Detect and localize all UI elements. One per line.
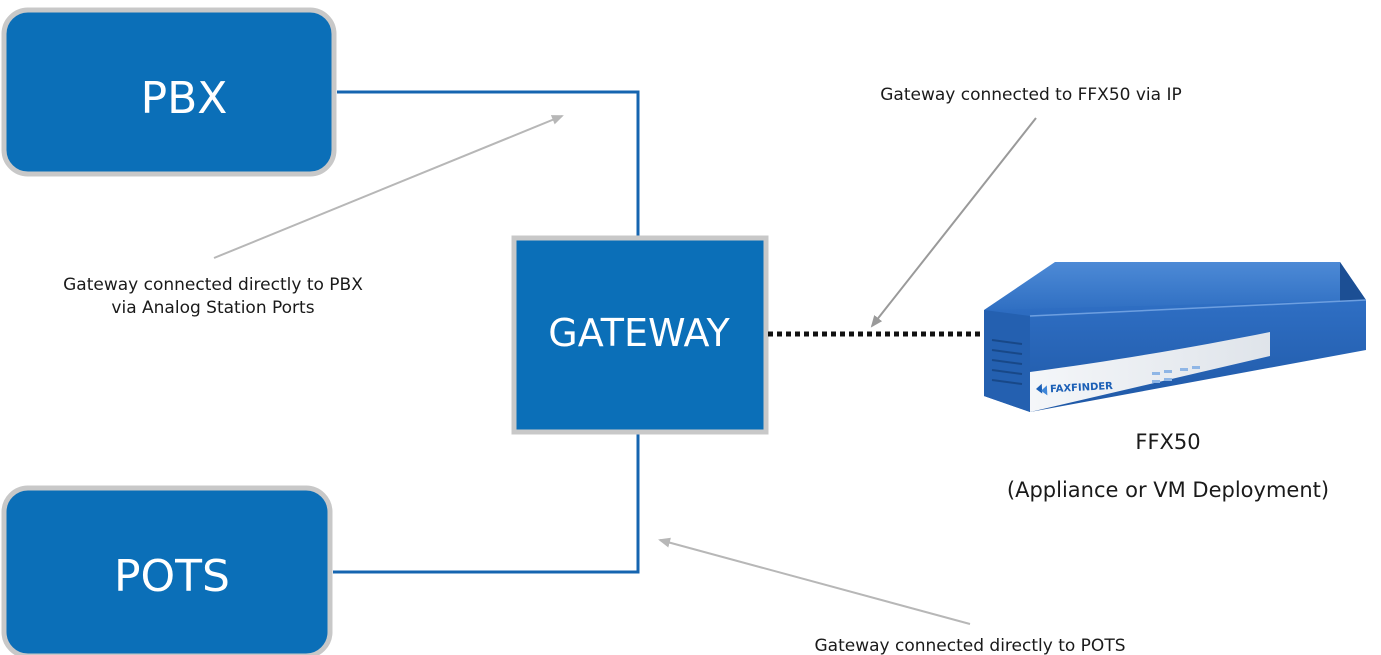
status-leds [1152, 366, 1200, 383]
gateway-node: GATEWAY [511, 235, 769, 435]
faxfinder-logo: FAXFINDER [1036, 381, 1114, 396]
pbx-annotation-arrow [213, 115, 564, 259]
ip-annotation: Gateway connected to FFX50 via IP [880, 85, 1182, 105]
pbx-annotation-line2: via Analog Station Ports [111, 298, 314, 318]
svg-text:FAXFINDER: FAXFINDER [1050, 381, 1114, 395]
pots-node: POTS [1, 485, 333, 655]
pots-annotation-arrow [658, 537, 971, 625]
ip-annotation-arrow [870, 117, 1037, 328]
gateway-label: GATEWAY [548, 311, 730, 355]
pbx-label: PBX [141, 73, 228, 124]
device-name: FFX50 [1135, 430, 1200, 454]
pots-annotation: Gateway connected directly to POTS [815, 636, 1126, 655]
pbx-annotation-line1: Gateway connected directly to PBX [63, 275, 363, 295]
vent-slots [991, 339, 1023, 385]
pbx-node: PBX [1, 7, 337, 177]
pots-label: POTS [114, 551, 230, 602]
pbx-gateway-connector [337, 90, 640, 236]
pots-gateway-connector [333, 432, 640, 574]
ffx50-device-image: FAXFINDER [984, 262, 1367, 412]
device-subtitle: (Appliance or VM Deployment) [1007, 478, 1329, 502]
